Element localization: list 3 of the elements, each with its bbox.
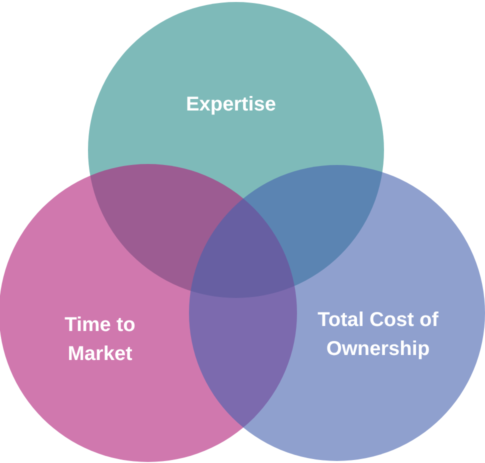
circle-label: Total Cost of Ownership <box>316 308 440 362</box>
circle-label: Expertise <box>186 92 276 118</box>
circle-label: Time to Market <box>64 313 136 367</box>
